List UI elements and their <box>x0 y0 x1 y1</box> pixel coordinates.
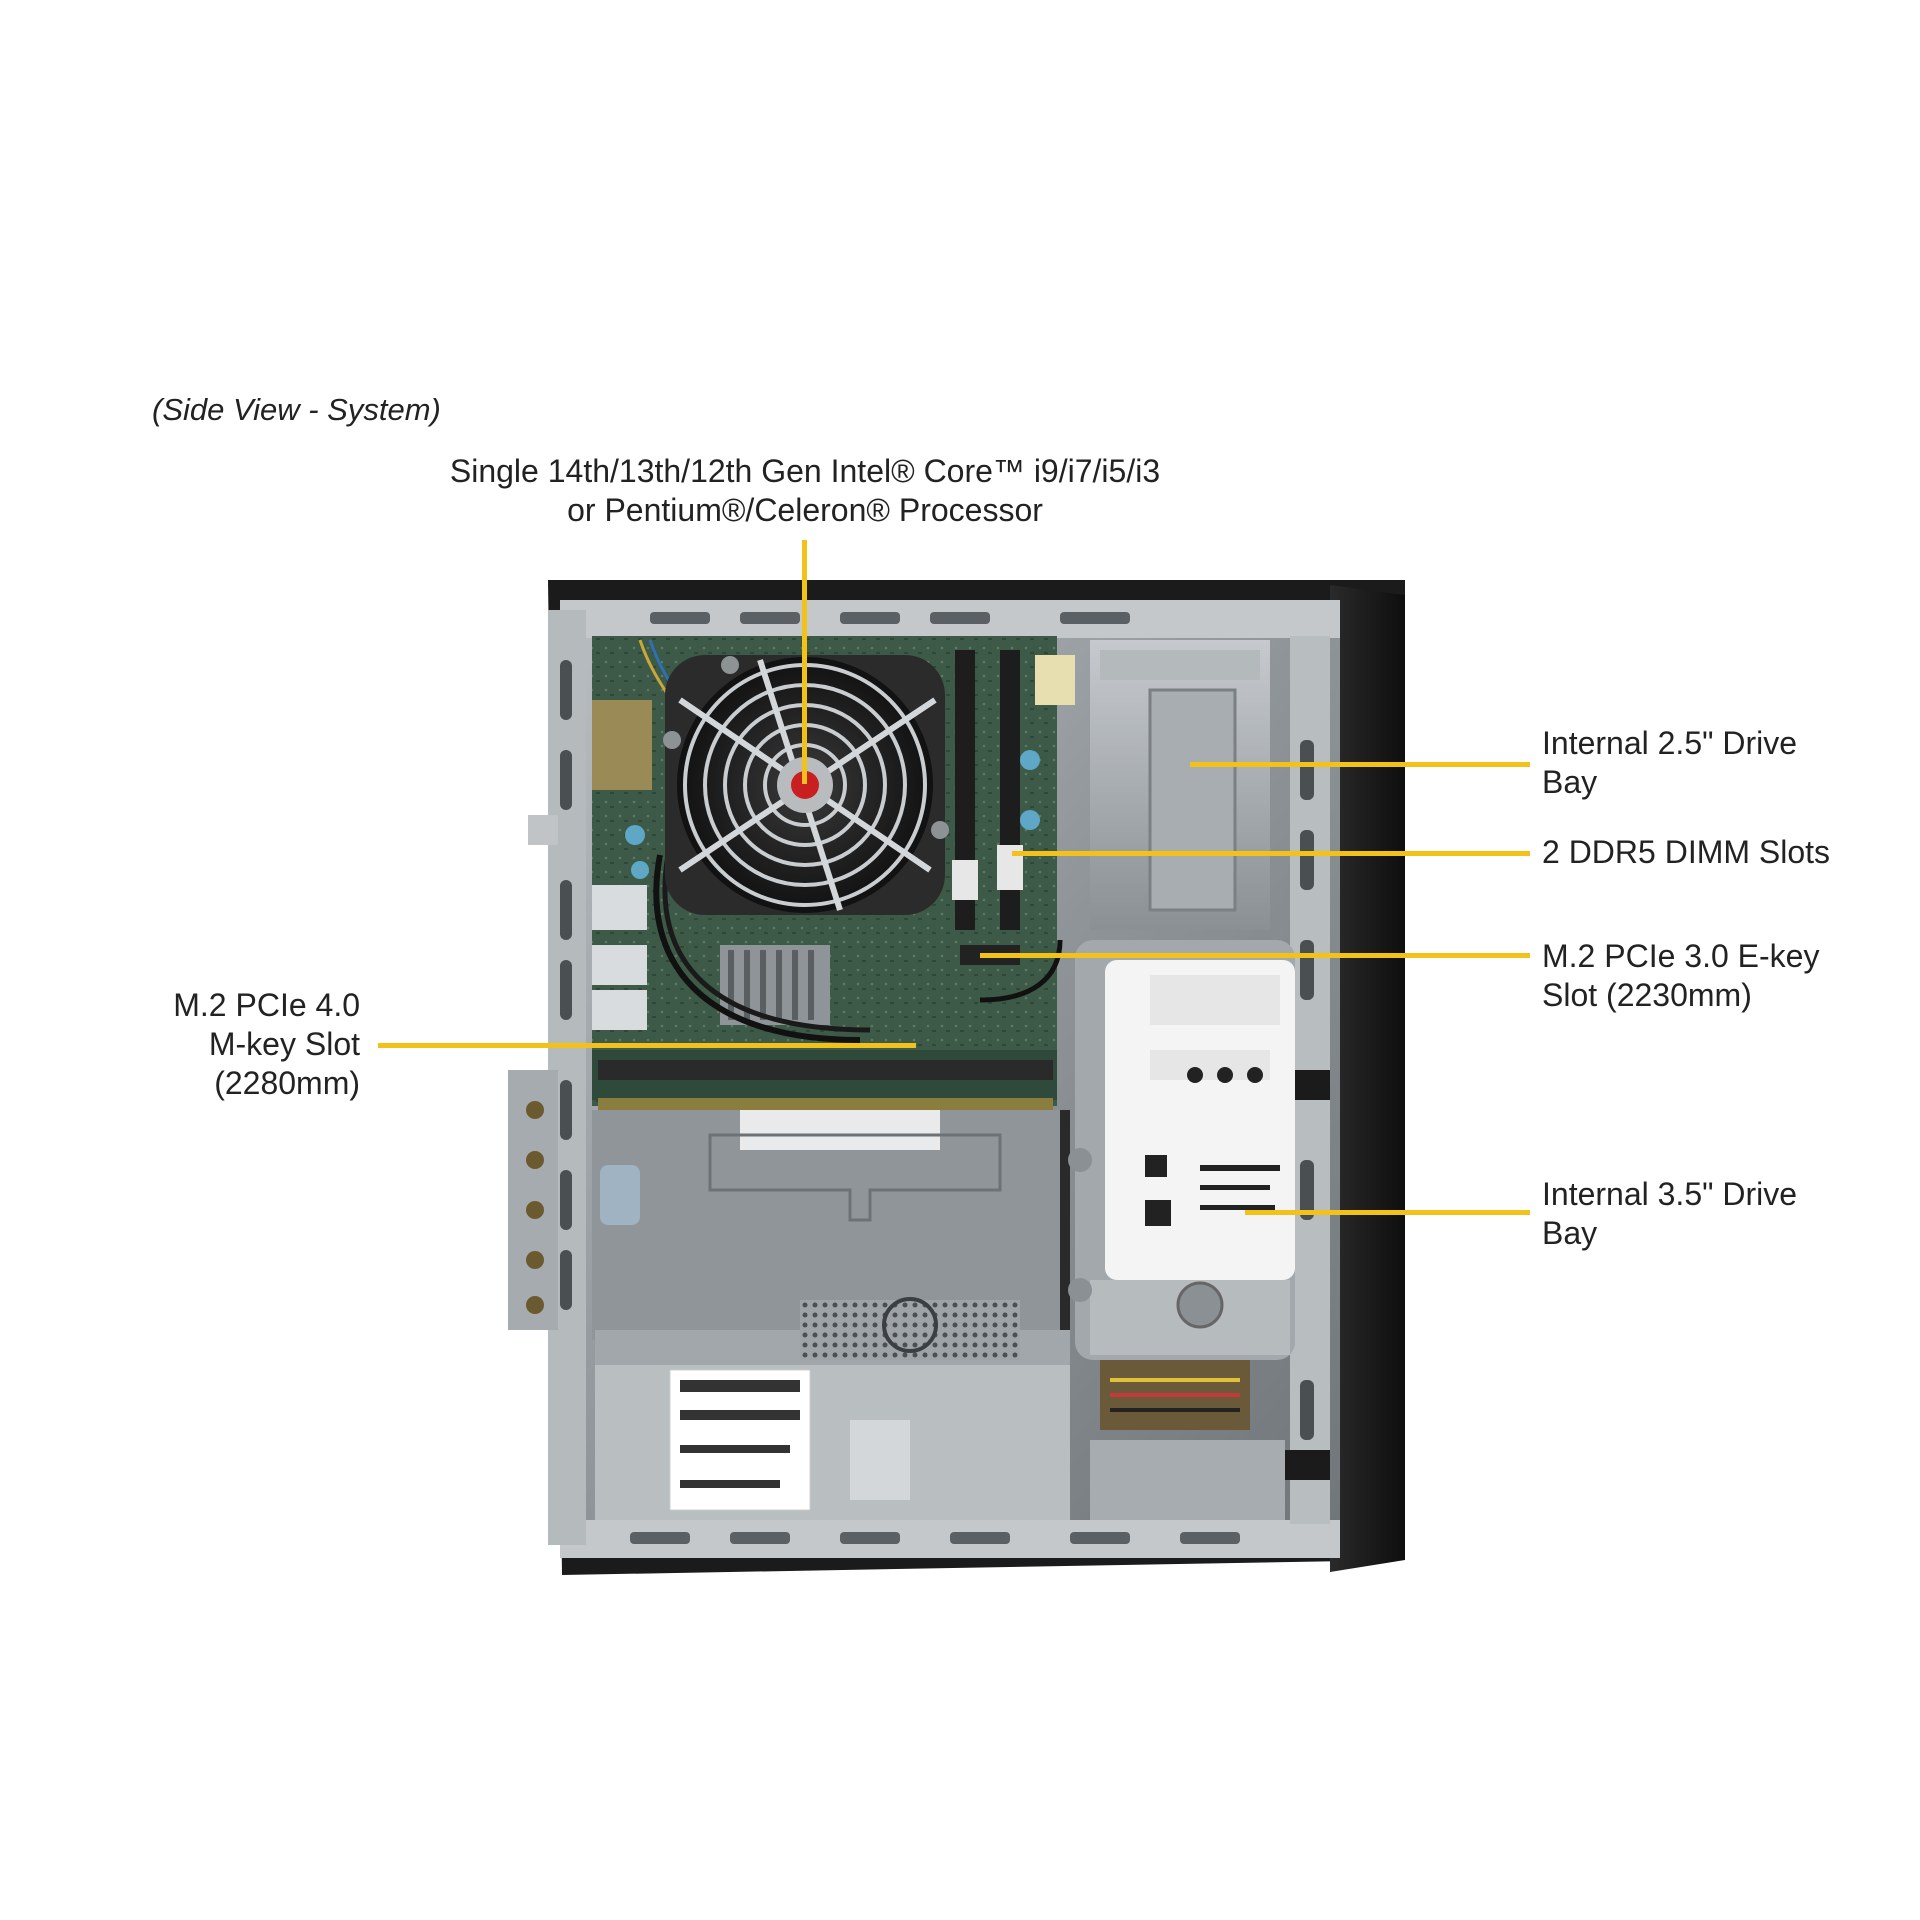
drive-bay-25 <box>1090 640 1270 930</box>
m2-mkey-label-line1: M.2 PCIe 4.0 <box>173 987 360 1023</box>
drive35-label-line1: Internal 3.5" Drive <box>1542 1176 1798 1212</box>
m2-ekey-label: M.2 PCIe 3.0 E-key Slot (2230mm) <box>1542 937 1819 1015</box>
drive35-label-line2: Bay <box>1542 1215 1598 1251</box>
drive35-label: Internal 3.5" Drive Bay <box>1542 1175 1797 1253</box>
power-supply <box>595 1297 1285 1520</box>
drive25-callout-line <box>1190 762 1530 767</box>
dimm-label: 2 DDR5 DIMM Slots <box>1542 833 1830 872</box>
cpu-fan-icon <box>663 655 949 915</box>
hard-drive-icon <box>1068 940 1295 1360</box>
processor-label: Single 14th/13th/12th Gen Intel® Core™ i… <box>440 452 1170 530</box>
m2-mkey-label: M.2 PCIe 4.0 M-key Slot (2280mm) <box>173 986 360 1103</box>
view-caption: (Side View - System) <box>152 392 441 427</box>
processor-label-line2: or Pentium®/Celeron® Processor <box>567 492 1043 528</box>
drive35-callout-line <box>1245 1210 1530 1215</box>
drive25-label: Internal 2.5" Drive Bay <box>1542 724 1797 802</box>
processor-label-line1: Single 14th/13th/12th Gen Intel® Core™ i… <box>449 453 1161 489</box>
m2-ekey-callout-line <box>980 953 1530 958</box>
m2-ekey-label-line2: Slot (2230mm) <box>1542 977 1752 1013</box>
drive25-label-line2: Bay <box>1542 764 1598 800</box>
processor-callout-line <box>802 540 807 784</box>
m2-ekey-label-line1: M.2 PCIe 3.0 E-key <box>1542 938 1820 974</box>
m2-mkey-callout-line <box>378 1043 916 1048</box>
dimm-callout-line <box>1012 851 1530 856</box>
drive25-label-line1: Internal 2.5" Drive <box>1542 725 1798 761</box>
dimm-label-line1: 2 DDR5 DIMM Slots <box>1542 834 1831 870</box>
m2-mkey-label-line2: M-key Slot <box>208 1026 360 1062</box>
psu-fan-icon <box>882 1297 938 1353</box>
m2-mkey-label-line3: (2280mm) <box>214 1065 360 1101</box>
